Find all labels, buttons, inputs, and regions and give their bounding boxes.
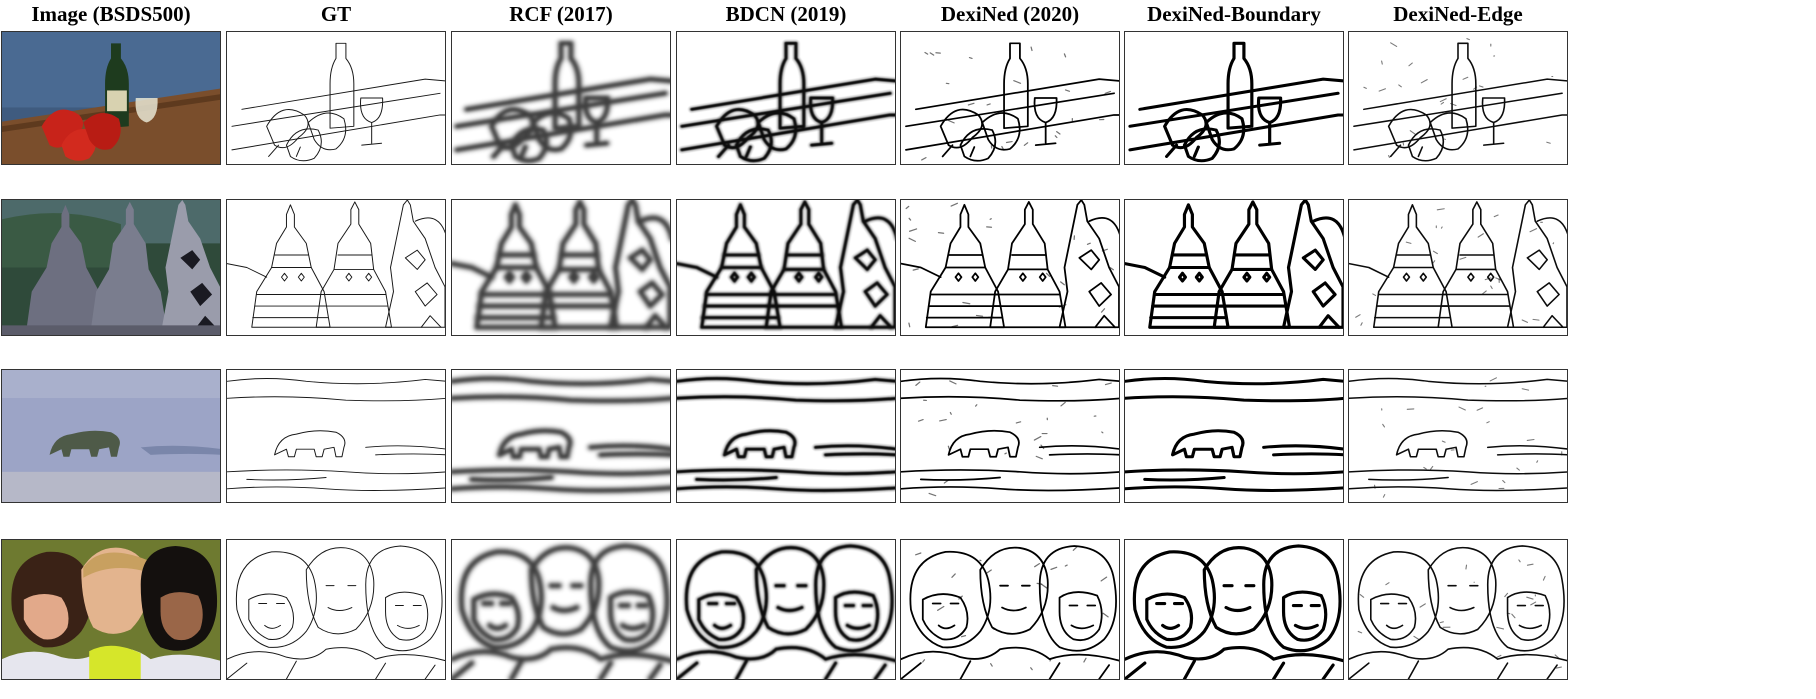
edge-map-polar-bear-col4 <box>900 369 1120 503</box>
edge-map-three-children-col1 <box>226 539 446 680</box>
edge-map-stupas-col1 <box>226 199 446 336</box>
edge-map-polar-bear-col3 <box>676 369 896 503</box>
edge-map-wine-bottle-lobsters-col5 <box>1124 31 1344 165</box>
column-header-3: BDCN (2019) <box>725 2 847 26</box>
column-header-5: DexiNed-Boundary <box>1147 2 1321 26</box>
edge-map-three-children-col5 <box>1124 539 1344 680</box>
edge-map-three-children-col2 <box>451 539 671 680</box>
input-photo-stupas-col0 <box>1 199 221 336</box>
column-header-6: DexiNed-Edge <box>1393 2 1523 26</box>
edge-map-wine-bottle-lobsters-col4 <box>900 31 1120 165</box>
edge-map-stupas-col3 <box>676 199 896 336</box>
input-photo-three-children-col0 <box>1 539 221 680</box>
column-header-4: DexiNed (2020) <box>940 2 1080 26</box>
edge-map-three-children-col3 <box>676 539 896 680</box>
edge-map-wine-bottle-lobsters-col2 <box>451 31 671 165</box>
edge-map-stupas-col6 <box>1348 199 1568 336</box>
edge-map-wine-bottle-lobsters-col1 <box>226 31 446 165</box>
edge-map-polar-bear-col6 <box>1348 369 1568 503</box>
input-photo-polar-bear-col0 <box>1 369 221 503</box>
edge-map-wine-bottle-lobsters-col6 <box>1348 31 1568 165</box>
edge-map-polar-bear-col2 <box>451 369 671 503</box>
column-header-0: Image (BSDS500) <box>31 2 191 26</box>
edge-map-three-children-col4 <box>900 539 1120 680</box>
edge-map-stupas-col4 <box>900 199 1120 336</box>
edge-map-wine-bottle-lobsters-col3 <box>676 31 896 165</box>
column-header-2: RCF (2017) <box>509 2 613 26</box>
input-photo-wine-bottle-lobsters-col0 <box>1 31 221 165</box>
column-header-1: GT <box>320 2 352 26</box>
edge-map-three-children-col6 <box>1348 539 1568 680</box>
edge-map-stupas-col5 <box>1124 199 1344 336</box>
edge-map-polar-bear-col1 <box>226 369 446 503</box>
edge-map-stupas-col2 <box>451 199 671 336</box>
edge-map-polar-bear-col5 <box>1124 369 1344 503</box>
